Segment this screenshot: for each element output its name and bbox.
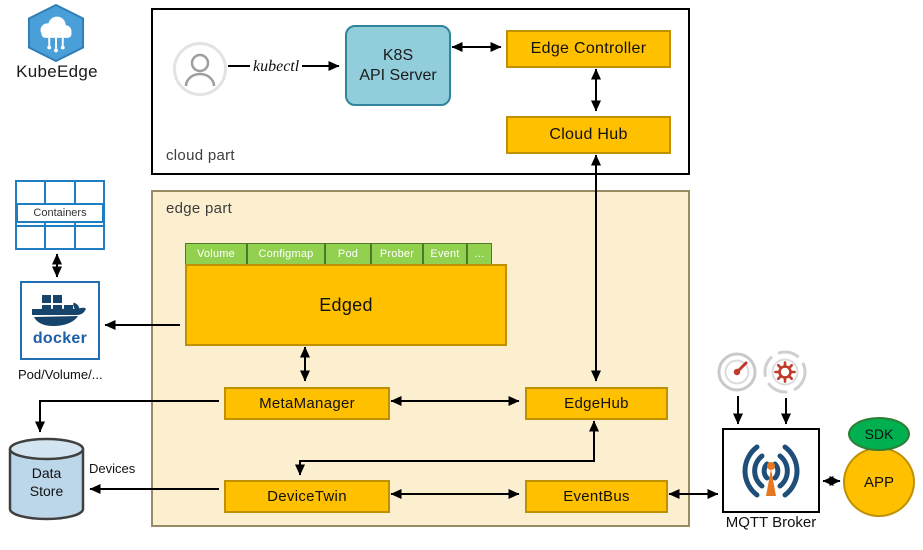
meta-manager-node: MetaManager [224, 387, 390, 420]
container-cell [75, 182, 103, 203]
mqtt-broker-label: MQTT Broker [725, 514, 817, 531]
edged-tab-configmap: Configmap [247, 243, 325, 265]
docker-label: docker [32, 329, 88, 347]
edged-tabs: Volume Configmap Pod Prober Event ... [185, 243, 492, 265]
k8s-line2: API Server [359, 66, 437, 84]
container-cell [46, 182, 74, 203]
containers-label: Containers [16, 203, 104, 223]
container-cell [75, 227, 103, 248]
device-twin-node: DeviceTwin [224, 480, 390, 513]
data-store-line2: Store [29, 482, 64, 499]
pod-volume-label: Pod/Volume/... [18, 367, 103, 382]
brand-name: KubeEdge [16, 62, 98, 81]
k8s-line1: K8S [382, 46, 414, 64]
mqtt-broker-node [722, 428, 820, 513]
edge-part-label: edge part [166, 200, 233, 217]
cloud-part-container: cloud part kubectl K8S API Server Edge C… [151, 8, 690, 175]
edge-part-container: edge part Volume Configmap Pod Prober Ev… [151, 190, 690, 527]
kubectl-label: kubectl [250, 58, 303, 76]
data-store-line1: Data [31, 465, 62, 481]
gauge-icon [717, 352, 757, 392]
edged-tab-prober: Prober [371, 243, 423, 265]
edged-tab-volume: Volume [185, 243, 247, 265]
app-node: APP [843, 447, 915, 517]
gear-icon [763, 350, 807, 394]
edge-controller-node: Edge Controller [506, 30, 671, 68]
edged-tab-pod: Pod [325, 243, 371, 265]
event-bus-node: EventBus [525, 480, 668, 513]
database-cylinder-icon [8, 437, 85, 521]
cloud-hub-node: Cloud Hub [506, 116, 671, 154]
cloud-part-label: cloud part [166, 147, 235, 164]
k8s-api-server-node: K8S API Server [345, 25, 451, 106]
user-icon [173, 42, 227, 96]
edge-hub-node: EdgeHub [525, 387, 668, 420]
container-cell [46, 227, 74, 248]
edged-tab-more: ... [467, 243, 492, 265]
docker-whale-icon [32, 294, 86, 326]
kubeedge-logo-icon [27, 4, 85, 62]
docker-node: docker [20, 281, 100, 360]
edged-tab-event: Event [423, 243, 467, 265]
mqtt-signal-icon [742, 444, 800, 497]
container-cell [17, 227, 45, 248]
data-store-label: Data Store [8, 465, 85, 500]
container-cell [17, 182, 45, 203]
sdk-node: SDK [848, 417, 910, 451]
edged-node: Edged [185, 264, 507, 346]
devices-label: Devices [89, 461, 136, 476]
